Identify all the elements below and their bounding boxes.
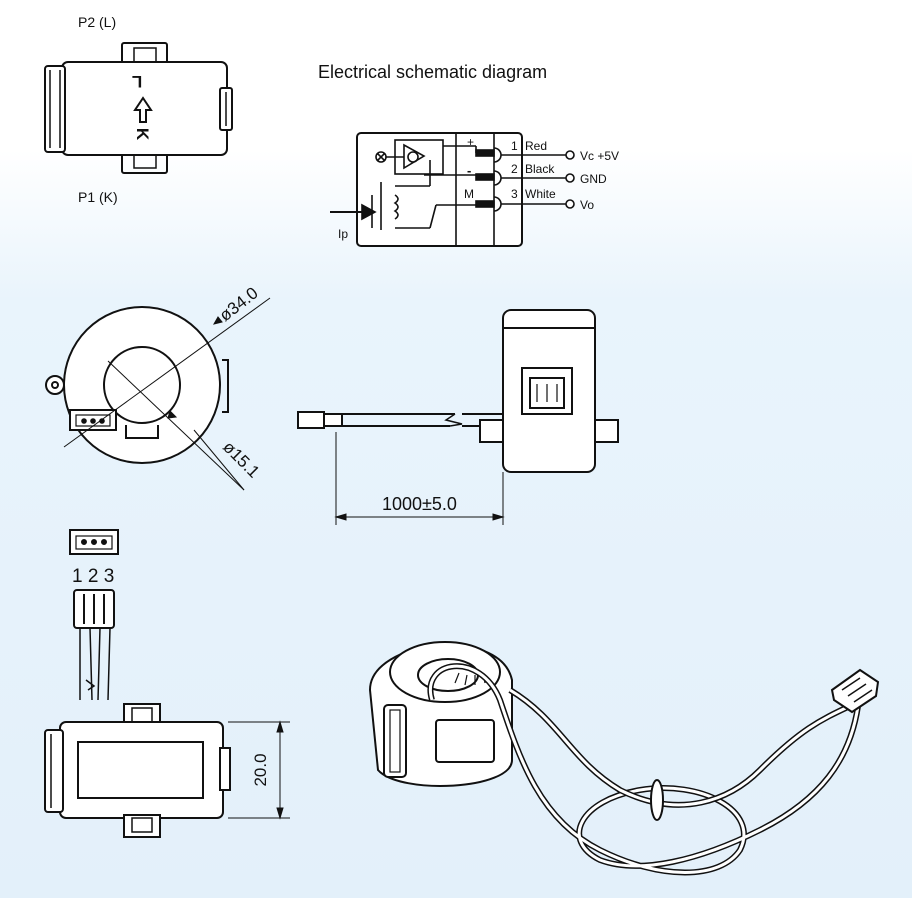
pin3-number: 3 xyxy=(511,187,518,201)
cable-length-dimension: 1000±5.0 xyxy=(382,494,457,514)
height-dimension: 20.0 xyxy=(251,753,270,786)
pin-m-label: M xyxy=(464,187,474,201)
ring-front-view xyxy=(45,297,271,491)
outer-diameter-dimension: ø34.0 xyxy=(216,283,262,325)
side-view-with-cable xyxy=(297,309,619,525)
pin2-signal: GND xyxy=(580,172,607,186)
pin1-number: 1 xyxy=(511,139,518,153)
pin-minus-label: - xyxy=(467,163,471,178)
mark-l-label: L xyxy=(132,72,142,91)
top-view-drawing: P2 (L) xyxy=(44,14,233,174)
schematic-drawing xyxy=(330,132,575,247)
input-current-label: Ip xyxy=(338,227,348,241)
terminal-p2-label: P2 (L) xyxy=(78,14,116,30)
inner-diameter-dimension: ø15.1 xyxy=(219,437,263,481)
connector-pin-numbers: 1 2 3 xyxy=(72,566,114,587)
pin-plus-label: + xyxy=(467,135,474,149)
pin2-number: 2 xyxy=(511,162,518,176)
pin2-wire: Black xyxy=(525,162,555,176)
mark-k-label: K xyxy=(133,128,152,141)
schematic-title: Electrical schematic diagram xyxy=(318,62,547,82)
terminal-p1-label: P1 (K) xyxy=(78,189,118,205)
pin3-wire: White xyxy=(525,187,556,201)
bottom-view-drawing xyxy=(44,589,290,838)
sensor-3d-view xyxy=(368,641,880,876)
pin1-signal: Vc +5V xyxy=(580,149,619,163)
connector-detail xyxy=(69,529,119,555)
pin3-signal: Vo xyxy=(580,198,594,212)
pin1-wire: Red xyxy=(525,139,547,153)
